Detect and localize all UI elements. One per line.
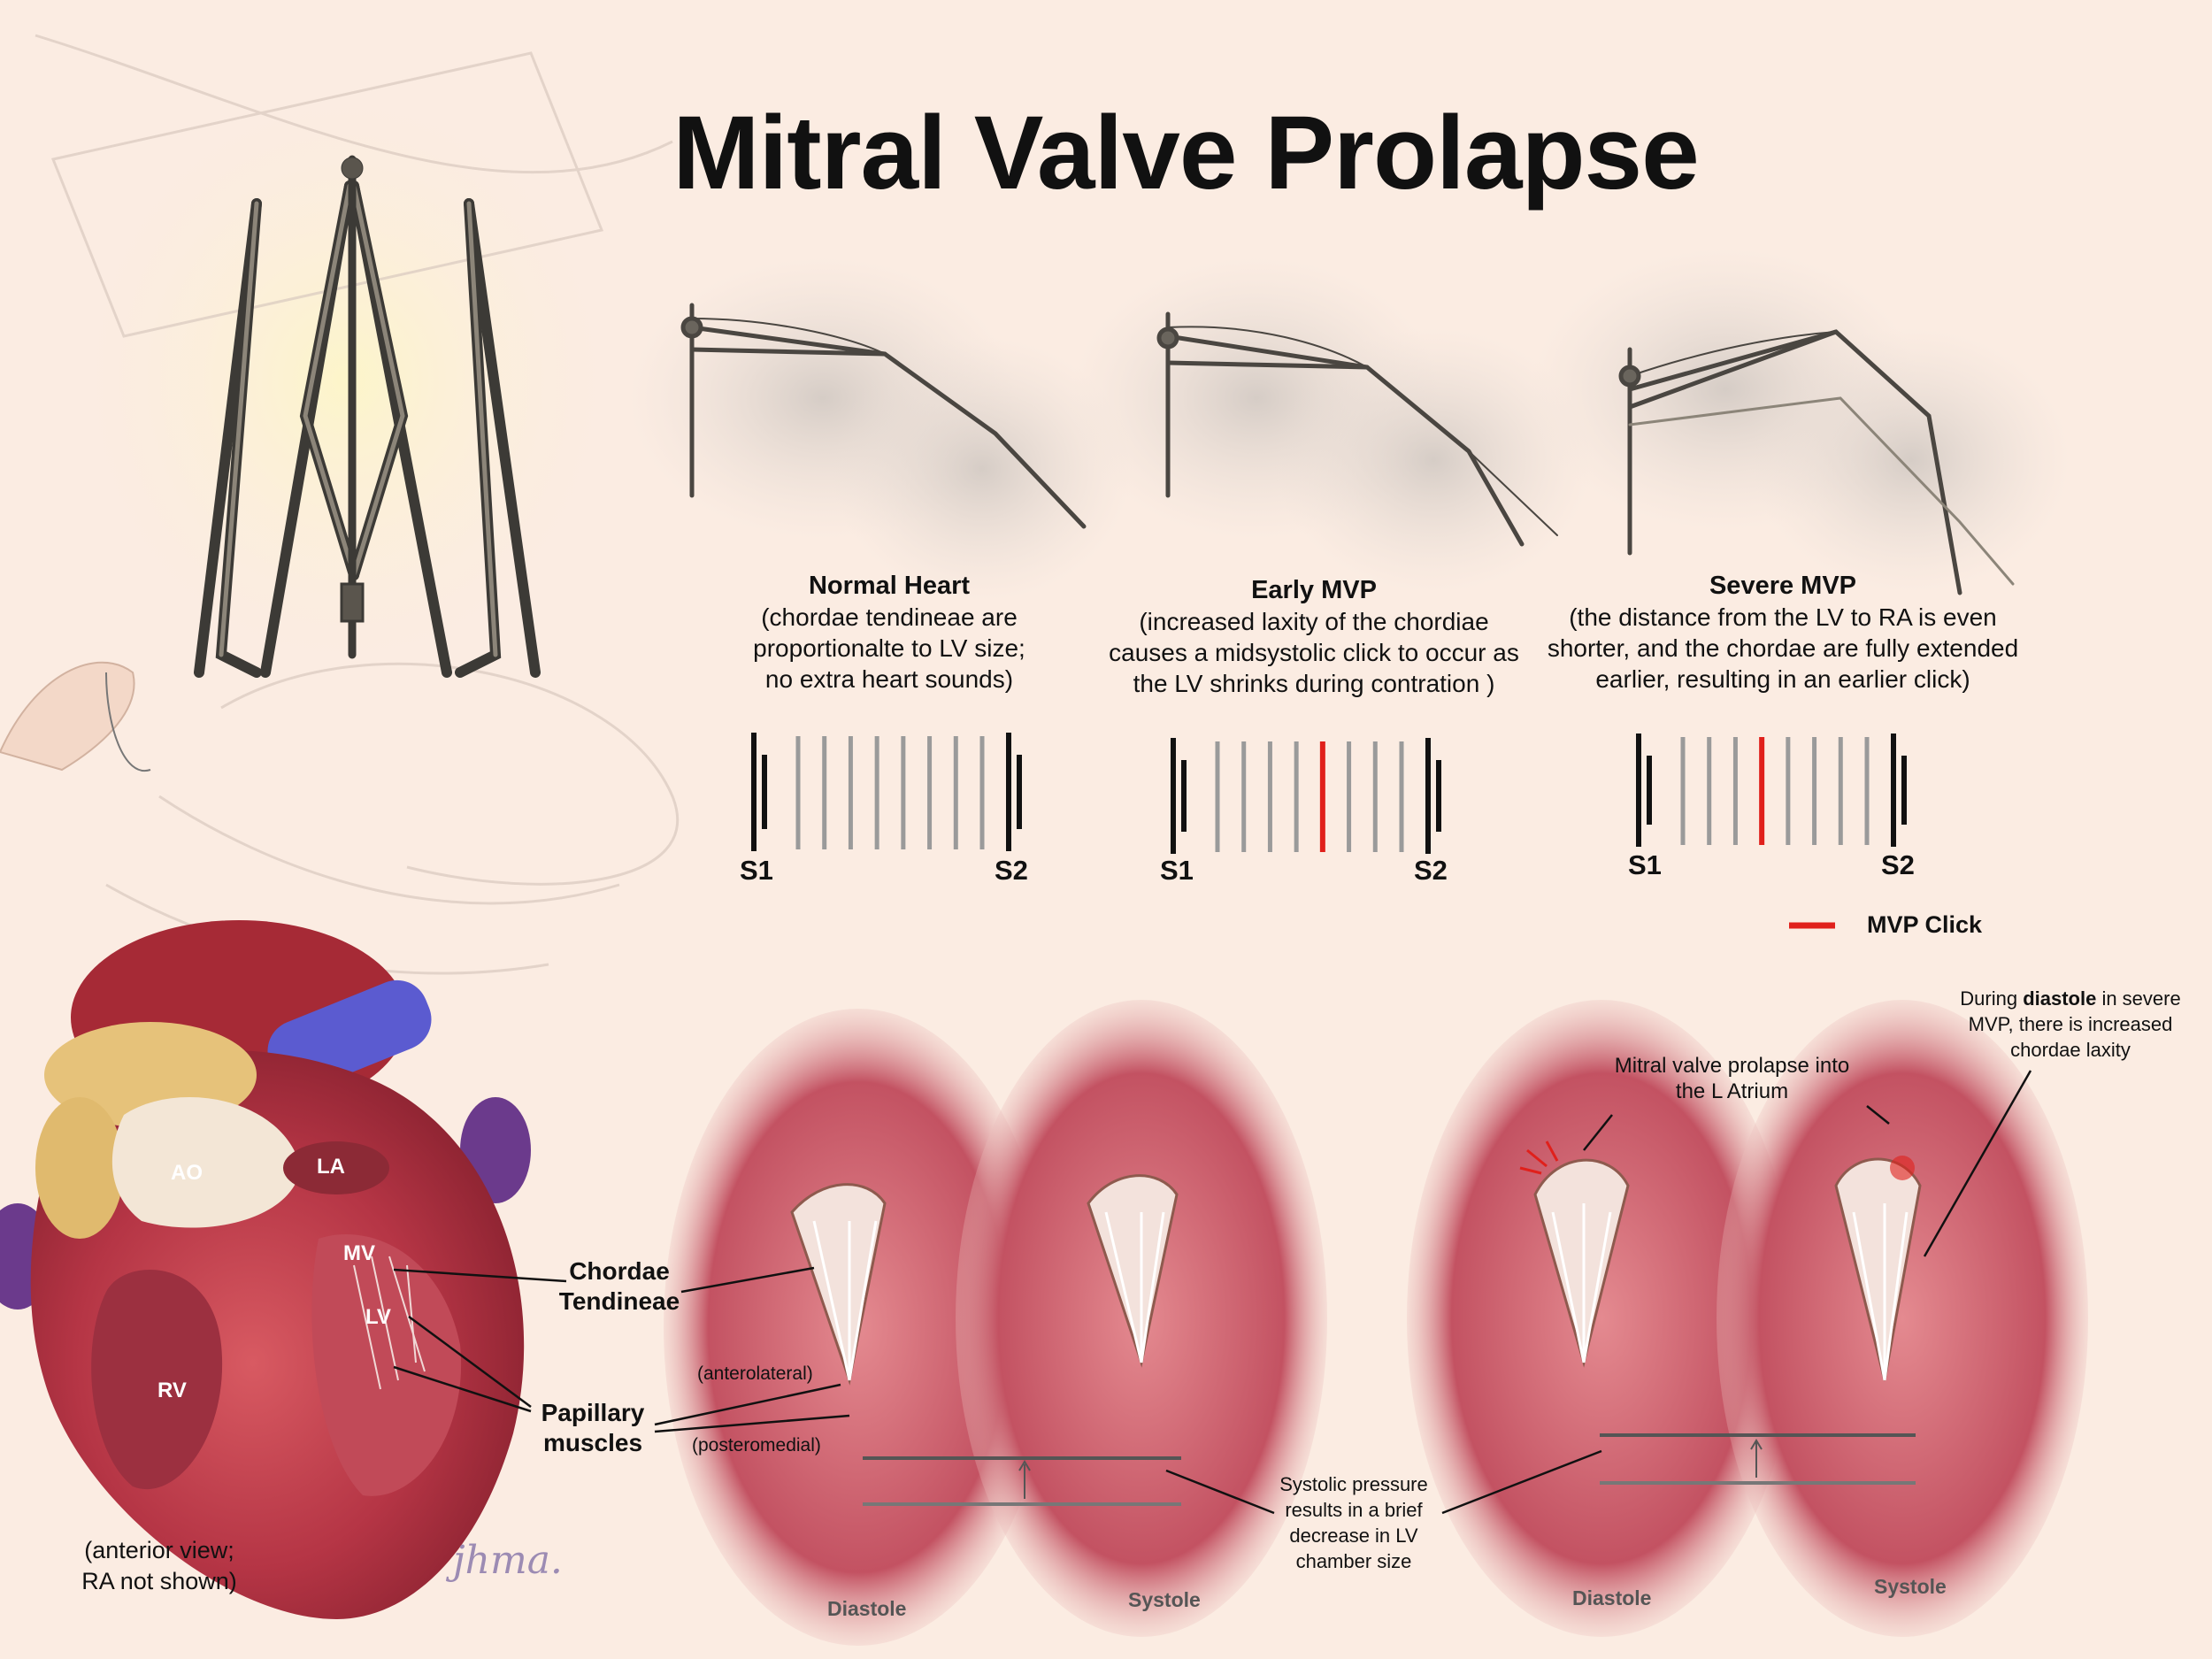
lv-cross-sections [664, 1000, 2088, 1646]
artist-signature: jhma. [453, 1538, 563, 1583]
phono-strip-severe [1636, 733, 1907, 847]
leader-lines [393, 1070, 2032, 1515]
panel-caption-line: earlier, resulting in an earlier click) [1595, 665, 1970, 693]
panel-caption-line: no extra heart sounds) [764, 665, 1014, 693]
hand-sketch [0, 661, 135, 772]
note-line: RA not shown) [81, 1568, 237, 1594]
s1-label: S1 [1160, 855, 1194, 886]
panel-severe-sketch [1531, 248, 2070, 595]
pressure-lines [863, 1433, 1916, 1506]
prolapse-burst-icon [1519, 1141, 1559, 1175]
note-line: Mitral valve prolapse into [1614, 1054, 1850, 1078]
panel-early-sketch [1071, 257, 1593, 593]
ao-label: AO [171, 1161, 203, 1185]
panel-early-caption: Early MVP (increased laxity of the chord… [1097, 575, 1531, 699]
phono-strip-early [1171, 738, 1441, 854]
s2-label: S2 [1881, 849, 1915, 880]
anterolateral-label: (anterolateral) [697, 1363, 813, 1384]
note-line: decrease in LV [1289, 1525, 1418, 1547]
panel-heading: Normal Heart [808, 572, 971, 600]
note-line: Systolic pressure [1279, 1473, 1428, 1495]
note-line: (anterior view; [84, 1537, 234, 1563]
panel-severe-caption: Severe MVP (the distance from the LV to … [1540, 571, 2026, 695]
note-line: MVP, there is increased [1968, 1013, 2173, 1035]
phase-diastole-label: Diastole [1572, 1586, 1652, 1609]
note-emphasis: diastole [2023, 987, 2097, 1010]
umbrella-frame-illustration [194, 155, 541, 678]
page-title: Mitral Valve Prolapse [672, 95, 1700, 211]
systolic-pressure-annotation: Systolic pressure results in a brief dec… [1248, 1471, 1460, 1574]
note-line: During diastole in severe [1938, 986, 2203, 1011]
phono-strip-normal [751, 733, 1022, 851]
label-line: muscles [542, 1429, 643, 1456]
s1-label: S1 [1628, 849, 1662, 880]
prolapse-annotation: Mitral valve prolapse into the L Atrium [1593, 1053, 1871, 1104]
phase-systole-label: Systole [1128, 1588, 1201, 1611]
panel-caption-line: causes a midsystolic click to occur as [1109, 639, 1519, 666]
note-line: chordae laxity [2010, 1039, 2131, 1061]
rv-label: RV [157, 1379, 187, 1402]
s2-label: S2 [1414, 855, 1448, 886]
phase-diastole-label: Diastole [827, 1597, 907, 1620]
note-text: in severe [2096, 987, 2181, 1010]
note-text: During [1960, 987, 2024, 1010]
la-label: LA [317, 1155, 345, 1179]
anterior-view-note: (anterior view; RA not shown) [53, 1535, 265, 1597]
panel-caption-line: (chordae tendineae are [761, 603, 1018, 631]
label-line: Papillary [541, 1399, 645, 1426]
s2-label: S2 [995, 855, 1028, 886]
phase-systole-label: Systole [1874, 1575, 1947, 1598]
chordae-tendineae-label: Chordae Tendineae [540, 1256, 699, 1317]
panel-caption-line: shorter, and the chordae are fully exten… [1547, 634, 2019, 662]
panel-normal-sketch [628, 257, 1133, 602]
note-line: results in a brief [1285, 1499, 1423, 1521]
mvp-click-legend-label: MVP Click [1867, 911, 1983, 938]
lv-label: LV [365, 1305, 391, 1329]
panel-normal-caption: Normal Heart (chordae tendineae are prop… [699, 571, 1079, 695]
note-line: chamber size [1295, 1550, 1412, 1572]
mv-label: MV [343, 1241, 375, 1265]
diastole-annotation: During diastole in severe MVP, there is … [1938, 986, 2203, 1063]
label-line: Tendineae [558, 1287, 680, 1315]
panel-caption-line: proportionalte to LV size; [753, 634, 1025, 662]
panel-caption-line: the LV shrinks during contration ) [1133, 670, 1495, 697]
label-line: Chordae [569, 1257, 670, 1285]
posteromedial-label: (posteromedial) [692, 1435, 821, 1455]
panel-heading: Severe MVP [1709, 572, 1857, 600]
panel-heading: Early MVP [1251, 576, 1377, 604]
heart-illustration [0, 920, 531, 1619]
note-line: the L Atrium [1675, 1079, 1789, 1103]
s1-label: S1 [740, 855, 773, 886]
papillary-muscles-label: Papillary muscles [522, 1398, 664, 1458]
panel-caption-line: (the distance from the LV to RA is even [1569, 603, 1997, 631]
panel-caption-line: (increased laxity of the chordiae [1139, 608, 1489, 635]
